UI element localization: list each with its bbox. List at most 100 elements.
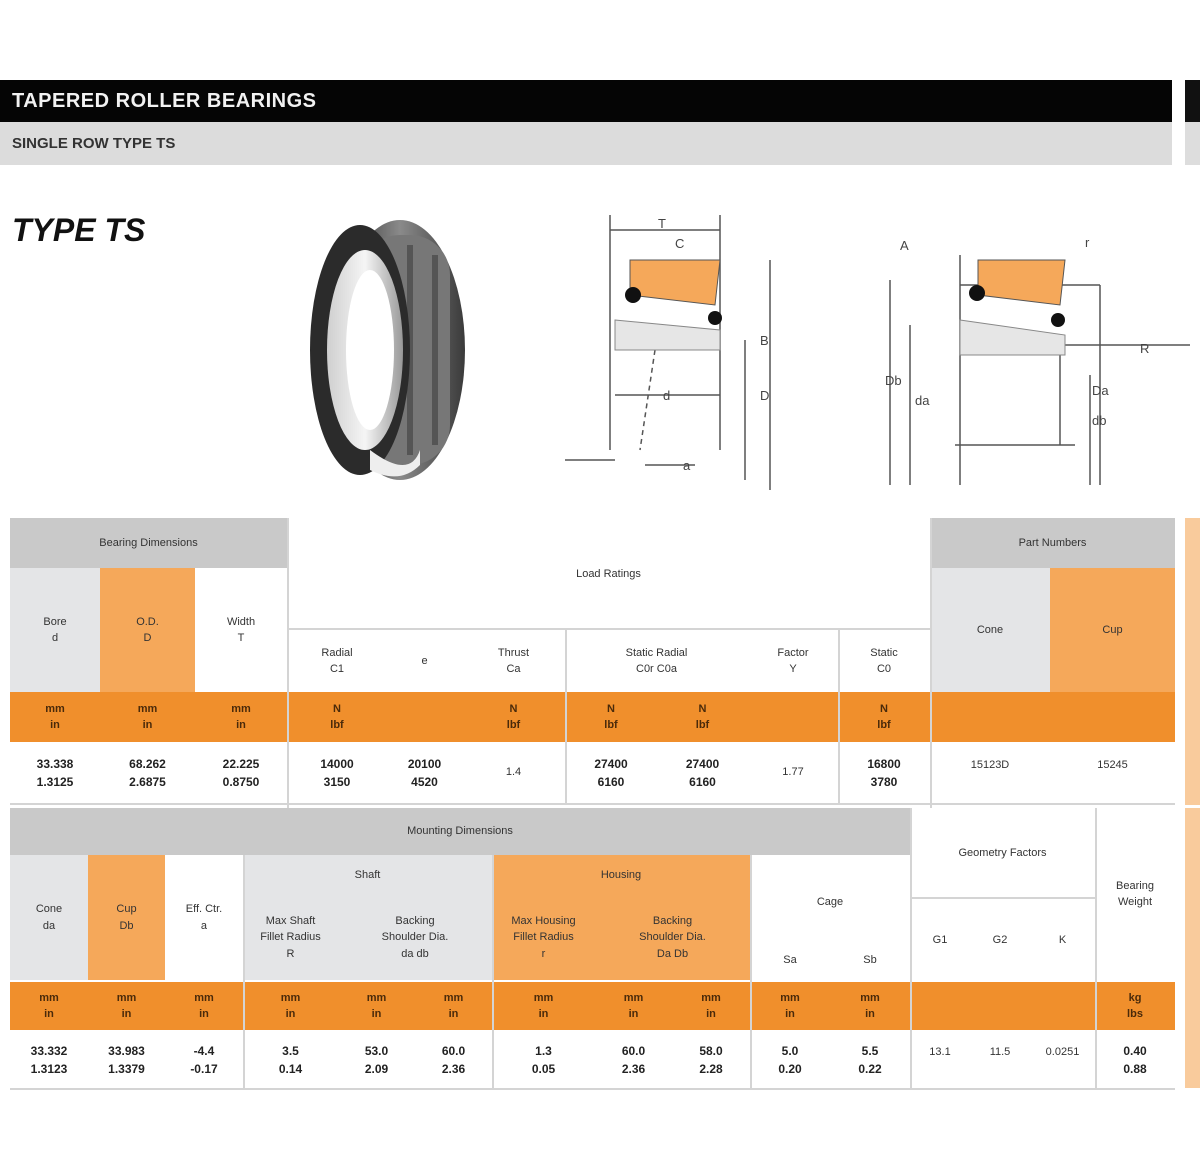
column-divider [838, 630, 840, 805]
unit-shaft-fillet: mm in [243, 982, 338, 1030]
group-header-dimensions: Bearing Dimensions [10, 518, 287, 568]
unit-c0a: N lbf [657, 692, 748, 742]
unit-radial: N lbf [287, 692, 387, 742]
dim-label-db-housing: db [1092, 413, 1106, 428]
column-divider [492, 855, 494, 1090]
col-header-e: e [387, 630, 462, 692]
col-header-cage1: Sa [750, 940, 830, 980]
cell-thrust: 1.4 [462, 745, 565, 800]
col-header-cone: Cone [930, 568, 1050, 692]
cell-k: 0.0251 [1030, 1035, 1095, 1070]
cell-cage1: 5.0 0.20 [750, 1035, 830, 1085]
unit-b: mm in [88, 982, 165, 1030]
group-header-mounting: Mounting Dimensions [10, 808, 910, 855]
cell-shaft-fillet: 3.5 0.14 [243, 1035, 338, 1085]
col-header-a: Cone da [10, 855, 88, 980]
cell-g2: 11.5 [970, 1035, 1030, 1070]
cell-cage2: 5.5 0.22 [830, 1035, 910, 1085]
column-divider [1095, 808, 1097, 1088]
cell-shaft-da: 53.0 2.09 [338, 1035, 415, 1085]
cell-radial: 14000 3150 [287, 745, 387, 800]
col-header-c: Eff. Ctr. a [165, 855, 243, 980]
col-header-od: O.D. D [100, 568, 195, 692]
col-header-static: Static Radial C0r C0a [565, 630, 748, 692]
column-divider [930, 518, 932, 808]
cell-housing-da: 60.0 2.36 [595, 1035, 672, 1085]
cell-housing-fillet: 1.3 0.05 [492, 1035, 595, 1085]
cell-bore: 33.338 1.3125 [10, 745, 100, 800]
row-divider [10, 1088, 1175, 1090]
next-page-strip-gray [1185, 122, 1200, 165]
unit-housing-da: mm in [595, 982, 672, 1030]
cell-a: 33.332 1.3123 [10, 1035, 88, 1085]
column-divider [910, 808, 912, 1088]
col-header-housing-fillet: Max Housing Fillet Radius r [492, 895, 595, 980]
dim-label-b: B [760, 333, 769, 348]
dim-label-t: T [658, 216, 666, 231]
next-page-strip [1185, 80, 1200, 122]
col-header-g2: G2 [970, 900, 1030, 980]
cell-width: 22.225 0.8750 [195, 745, 287, 800]
bearing-photo [310, 220, 465, 480]
dim-label-d-bore: d [663, 388, 670, 403]
unit-c0r: N lbf [565, 692, 657, 742]
row-divider [910, 897, 1095, 899]
col-header-bore: Bore d [10, 568, 100, 692]
row-divider [287, 628, 930, 630]
dim-label-db: Db [885, 373, 902, 388]
col-header-shaft-fillet: Max Shaft Fillet Radius R [243, 895, 338, 980]
cell-weight: 0.40 0.88 [1095, 1035, 1175, 1085]
column-divider [243, 855, 245, 1090]
next-page-strip-table [1185, 518, 1200, 805]
column-divider [287, 518, 289, 808]
cell-c0a: 27400 6160 [657, 745, 748, 800]
col-header-b: Cup Db [88, 855, 165, 980]
cell-c0r: 27400 6160 [565, 745, 657, 800]
cell-cup: 15245 [1050, 745, 1175, 785]
column-divider [750, 855, 752, 1090]
dim-label-a-mount: A [900, 238, 909, 253]
group-header-parts: Part Numbers [930, 518, 1175, 568]
cell-c0: 16800 3780 [838, 745, 930, 800]
unit-weight: kg lbs [1095, 982, 1175, 1030]
col-header-cup: Cup [1050, 568, 1175, 692]
group-header-load: Load Ratings [287, 518, 930, 630]
col-header-cage2: Sb [830, 940, 910, 980]
unit-cage2: mm in [830, 982, 910, 1030]
unit-bore: mm in [10, 692, 100, 742]
dim-label-da: da [915, 393, 930, 408]
unit-housing-fillet: mm in [492, 982, 595, 1030]
mounting-diagram: A r R Db da db Da [885, 235, 1190, 485]
cell-b: 33.983 1.3379 [88, 1035, 165, 1085]
cell-cone: 15123D [930, 745, 1050, 785]
col-header-thrust: Thrust Ca [462, 630, 565, 692]
dim-label-a: a [683, 458, 691, 473]
dim-label-c: C [675, 236, 684, 251]
cell-od: 68.262 2.6875 [100, 745, 195, 800]
cell-shaft-db: 60.0 2.36 [415, 1035, 492, 1085]
cell-g1: 13.1 [910, 1035, 970, 1070]
row-divider [10, 803, 1175, 805]
dim-label-d-outer: D [760, 388, 769, 403]
col-header-g1: G1 [910, 900, 970, 980]
cell-c: -4.4 -0.17 [165, 1035, 243, 1085]
unit-thrust: N lbf [462, 692, 565, 742]
col-header-static2: Static C0 [838, 630, 930, 692]
unit-housing-db: mm in [672, 982, 750, 1030]
header-subtitle: SINGLE ROW TYPE TS [0, 122, 1172, 165]
col-header-k: K [1030, 900, 1095, 980]
col-header-factor: Factor Y [748, 630, 838, 692]
cell-factor: 1.77 [748, 745, 838, 800]
dim-label-r: r [1085, 235, 1090, 250]
unit-shaft-da: mm in [338, 982, 415, 1030]
bearing-section-diagram: T C B D d a [565, 215, 771, 490]
type-label: TYPE TS [12, 212, 146, 248]
unit-c: mm in [165, 982, 243, 1030]
next-page-strip-table [1185, 808, 1200, 1088]
cell-housing-db: 58.0 2.28 [672, 1035, 750, 1085]
cell-e: 20100 4520 [387, 745, 462, 800]
subheader-cage: Cage [750, 855, 910, 950]
unit-od: mm in [100, 692, 195, 742]
subheader-housing: Housing [492, 855, 750, 895]
